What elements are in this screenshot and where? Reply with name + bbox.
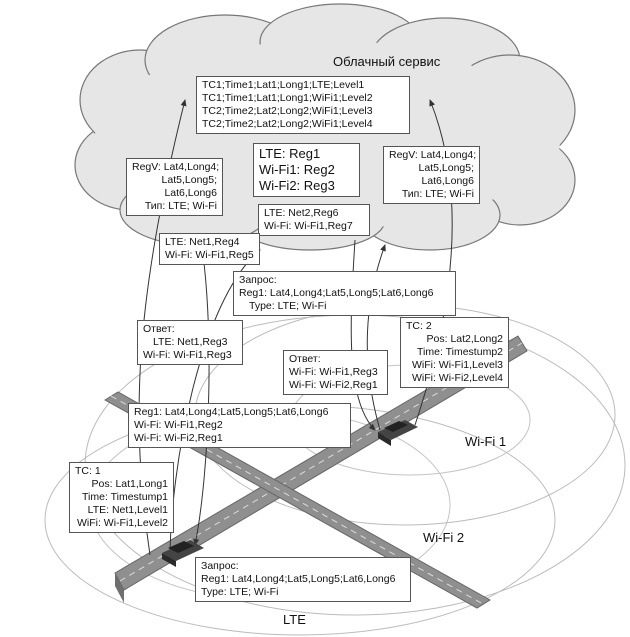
list-item: Wi-Fi2: Reg3 — [259, 178, 335, 193]
regv-left-box: RegV: Lat4,Long4; Lat5,Long5; Lat6,Long6… — [126, 158, 223, 216]
list-item: Wi-Fi1: Reg2 — [259, 162, 335, 177]
list-item: LTE: Net1,Level1 — [87, 504, 168, 516]
list-item: RegV: Lat4,Long4; — [389, 149, 477, 161]
list-item: Lat5,Long5; — [161, 174, 217, 186]
list-item: Запрос: — [201, 560, 239, 572]
list-item: Type: LTE; Wi-Fi — [201, 586, 279, 598]
table-row: TC1;Time1;Lat1;Long1;WiFi1;Level2 — [202, 92, 373, 104]
request-top-box: Запрос: Reg1: Lat4,Long4;Lat5,Long5;Lat6… — [233, 271, 456, 316]
list-item: Ответ: — [143, 323, 175, 335]
request-bottom-box: Запрос: Reg1: Lat4,Long4;Lat5,Long5;Lat6… — [195, 557, 411, 602]
wifi1-label: Wi-Fi 1 — [465, 434, 507, 449]
list-item: Type: LTE; Wi-Fi — [249, 300, 327, 312]
list-item: Reg1: Lat4,Long4;Lat5,Long5;Lat6,Long6 — [134, 406, 329, 418]
list-item: Lat6,Long6 — [421, 175, 474, 187]
tc2-box: TC: 2 Pos: Lat2,Long2 Time: Timestump2 W… — [400, 317, 509, 388]
table-row: TC2;Time2;Lat2;Long2;WiFi1;Level3 — [202, 105, 373, 117]
cloud-title: Облачный сервис — [333, 54, 441, 69]
list-item: Wi-Fi: Wi-Fi1,Reg5 — [165, 249, 254, 261]
regv-right-box: RegV: Lat4,Long4; Lat5,Long5; Lat6,Long6… — [383, 146, 480, 204]
car-1 — [162, 540, 204, 567]
list-item: Тип: LTE; Wi-Fi — [401, 188, 474, 200]
list-item: Wi-Fi: Wi-Fi1,Reg7 — [264, 220, 353, 232]
tc1-box: TC: 1 Pos: Lat1,Long1 Time: Timestump1 L… — [69, 462, 174, 533]
table-row: TC2;Time2;Lat2;Long2;WiFi1;Level4 — [202, 118, 373, 130]
list-item: Wi-Fi: Wi-Fi2,Reg1 — [289, 379, 378, 391]
list-item: Reg1: Lat4,Long4;Lat5,Long5;Lat6,Long6 — [239, 287, 434, 299]
answer-left-box: Ответ: LTE: Net1,Reg3 Wi-Fi: Wi-Fi1,Reg3 — [137, 320, 243, 365]
list-item: Reg1: Lat4,Long4;Lat5,Long5;Lat6,Long6 — [201, 573, 396, 585]
list-item: Wi-Fi: Wi-Fi2,Reg1 — [134, 432, 223, 444]
list-item: Wi-Fi: Wi-Fi1,Reg3 — [143, 349, 232, 361]
list-item: WiFi: Wi-Fi1,Level3 — [411, 359, 503, 371]
arrow-request-top — [366, 244, 386, 431]
list-item: Time: Timestump1 — [82, 491, 168, 503]
list-item: Time: Timestump2 — [417, 346, 503, 358]
list-item: LTE: Net2,Reg6 — [264, 207, 339, 219]
net-reg-cloud-box: LTE: Net2,Reg6 Wi-Fi: Wi-Fi1,Reg7 — [258, 204, 370, 236]
list-item: LTE: Reg1 — [259, 146, 321, 161]
list-item: WiFi: Wi-Fi1,Level2 — [76, 517, 168, 529]
list-item: Ответ: — [289, 353, 321, 365]
reg1-box: Reg1: Lat4,Long4;Lat5,Long5;Lat6,Long6 W… — [128, 403, 351, 448]
list-item: Wi-Fi: Wi-Fi1,Reg2 — [134, 419, 223, 431]
list-item: LTE: Net1,Reg3 — [153, 336, 228, 348]
list-item: Pos: Lat2,Long2 — [426, 333, 503, 345]
answer-right-box: Ответ: Wi-Fi: Wi-Fi1,Reg3 Wi-Fi: Wi-Fi2,… — [283, 350, 388, 395]
list-item: LTE: Net1,Reg4 — [165, 236, 240, 248]
region-map-box: LTE: Reg1 Wi-Fi1: Reg2 Wi-Fi2: Reg3 — [253, 143, 360, 197]
list-item: Тип: LTE; Wi-Fi — [144, 200, 217, 212]
list-item: Pos: Lat1,Long1 — [91, 478, 168, 490]
cloud-records-table: TC1;Time1;Lat1;Long1;LTE;Level1 TC1;Time… — [196, 76, 410, 134]
list-item: Запрос: — [239, 274, 277, 286]
net-reg-left-box: LTE: Net1,Reg4 Wi-Fi: Wi-Fi1,Reg5 — [159, 233, 260, 265]
list-item: Wi-Fi: Wi-Fi1,Reg3 — [289, 366, 378, 378]
list-item: Lat5,Long5; — [418, 162, 474, 174]
list-item: RegV: Lat4,Long4; — [132, 161, 220, 173]
arrow-answer-left — [193, 234, 210, 546]
list-item: TC: 1 — [75, 465, 101, 477]
table-row: TC1;Time1;Lat1;Long1;LTE;Level1 — [202, 79, 365, 91]
car-2 — [378, 420, 418, 446]
list-item: WiFi: Wi-Fi2,Level4 — [411, 372, 503, 384]
wifi2-label: Wi-Fi 2 — [423, 530, 465, 545]
list-item: TC: 2 — [406, 320, 432, 332]
lte-label: LTE — [283, 612, 306, 627]
arrow-answer-right — [350, 239, 376, 431]
list-item: Lat6,Long6 — [164, 187, 217, 199]
